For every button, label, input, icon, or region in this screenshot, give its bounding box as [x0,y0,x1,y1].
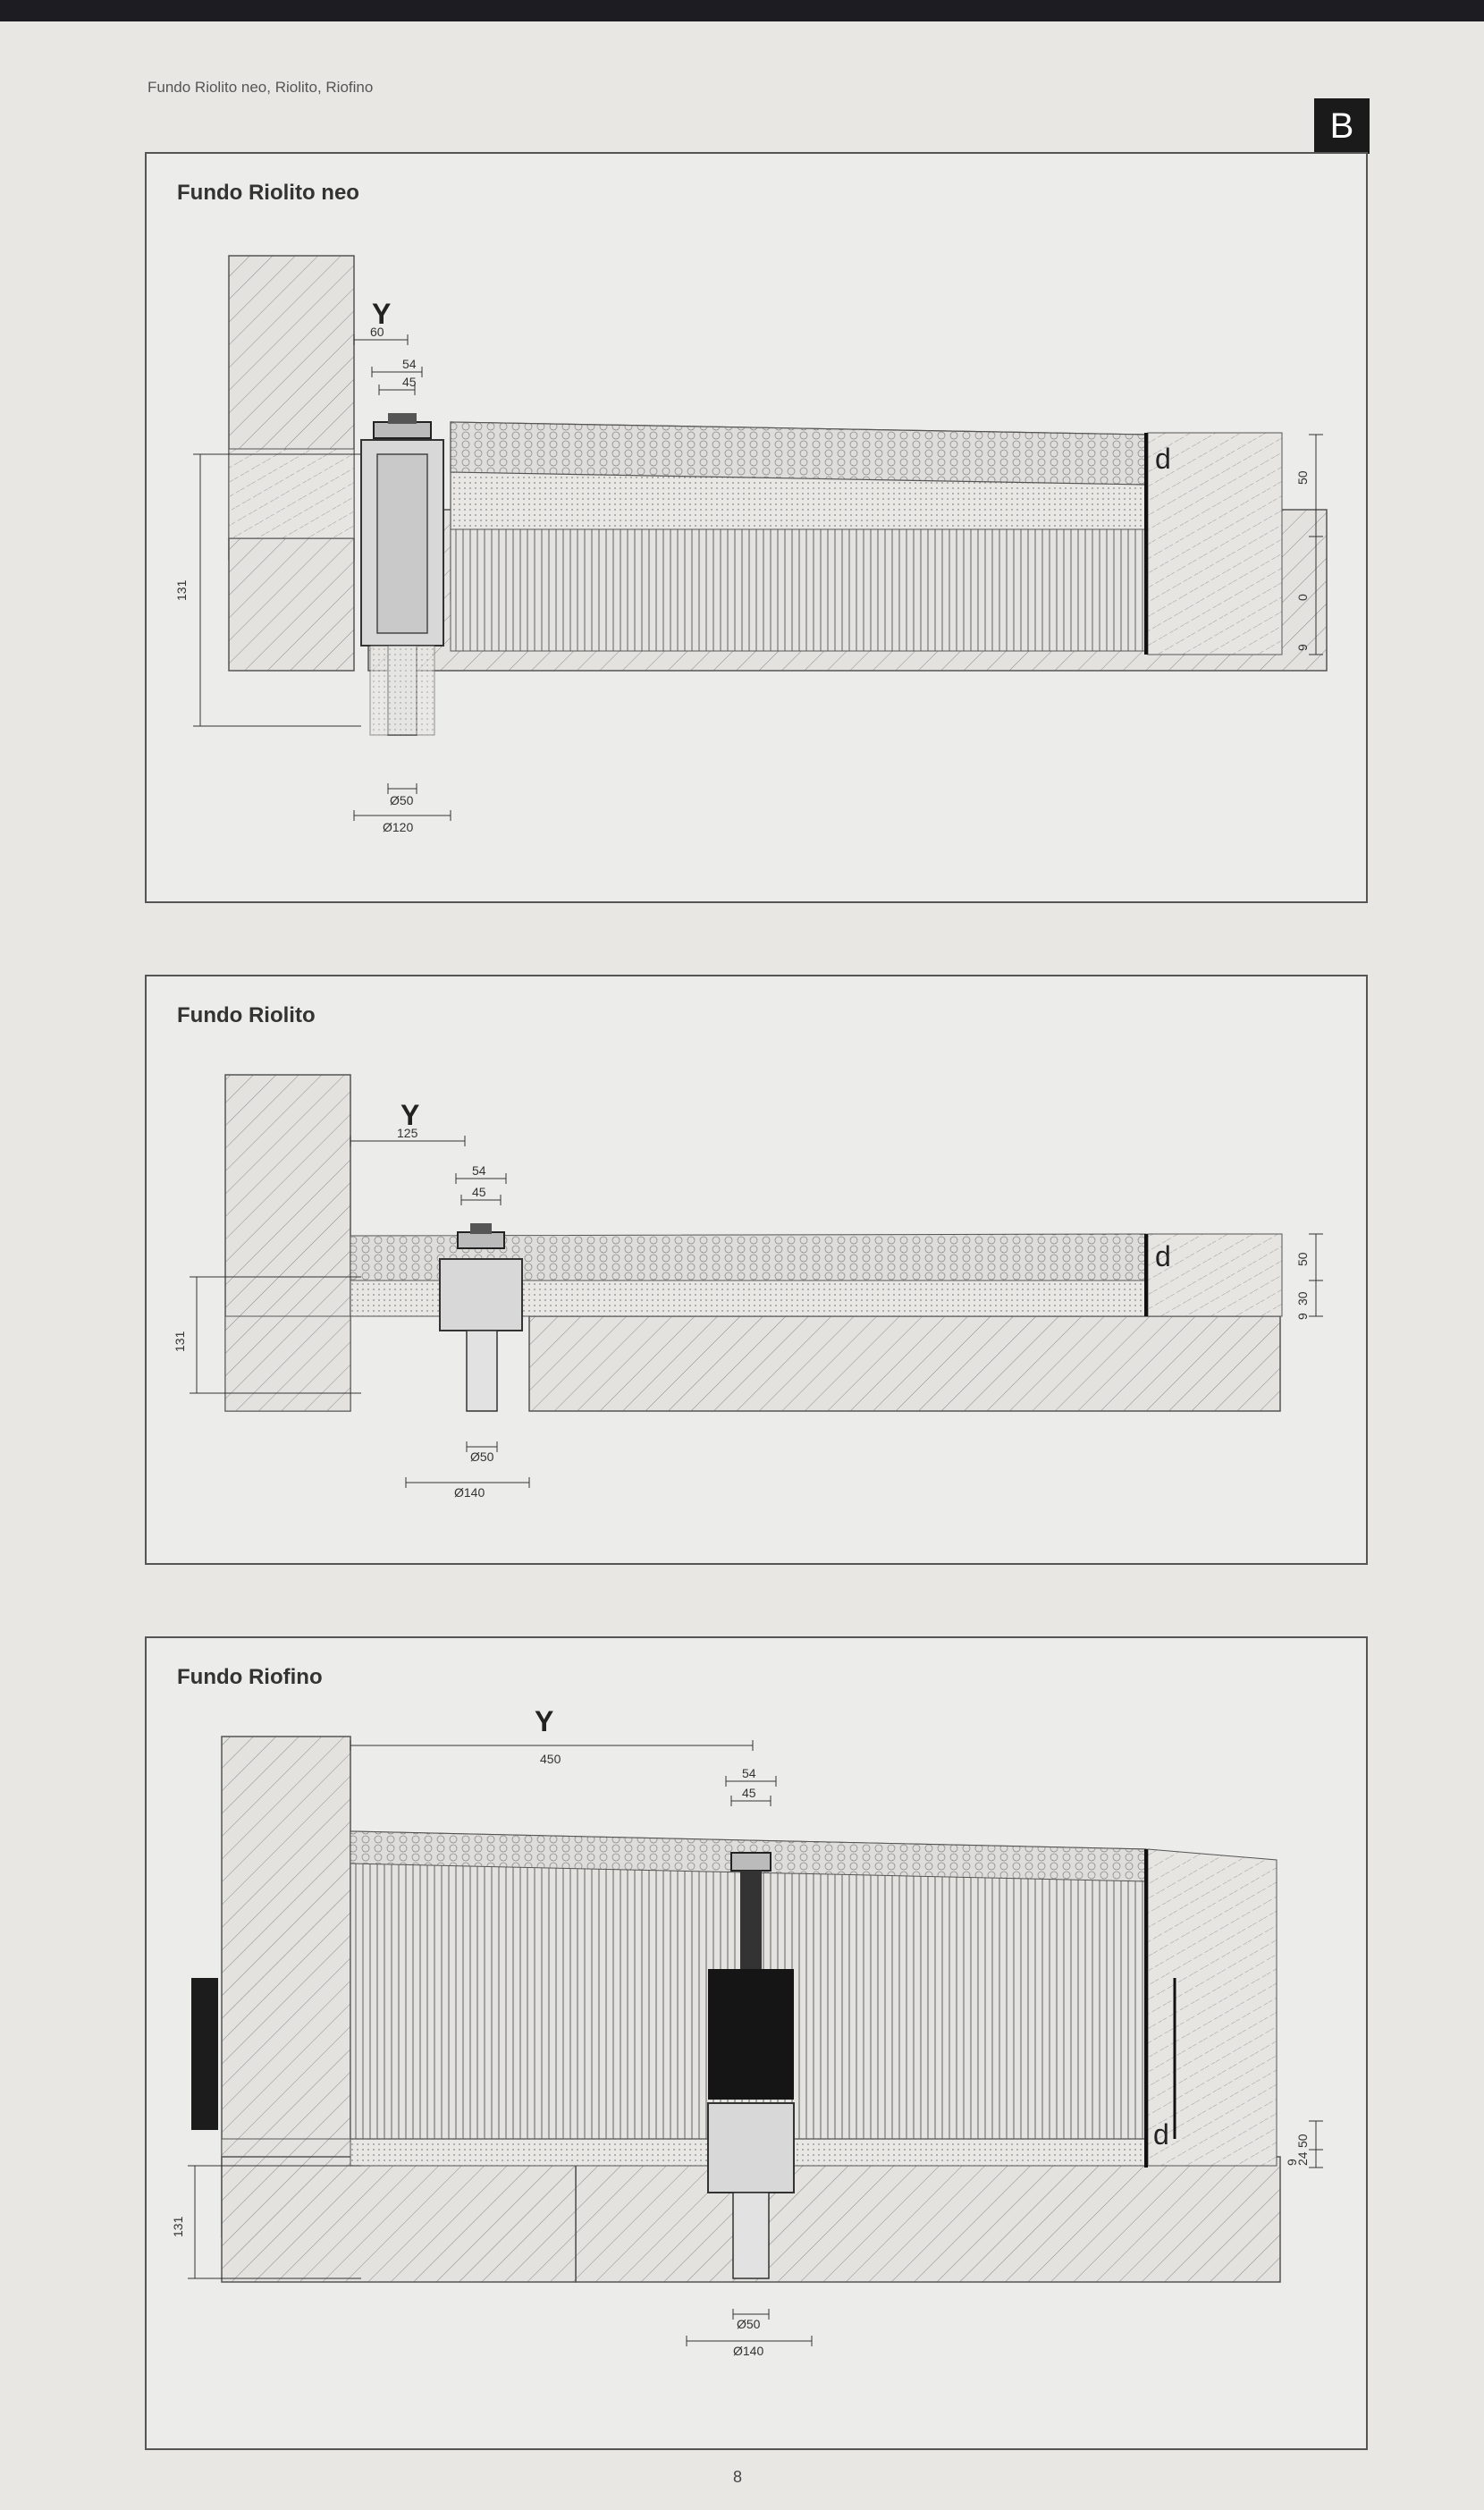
dim-right-mid: 0 [1295,594,1310,601]
dim-45: 45 [402,375,417,389]
d-label: d [1155,443,1171,475]
panel-title: Fundo Riolito neo [177,181,359,205]
panel-riolito-neo: Fundo Riolito neo [145,152,1368,903]
dim-54: 54 [742,1766,756,1780]
dim-right-bot: 9 [1295,1313,1310,1320]
dim-height: 131 [171,2216,185,2237]
dim-right-top: 50 [1295,1252,1310,1266]
page-header: Fundo Riolito neo, Riolito, Riofino [148,79,374,96]
dim-d-inner: Ø50 [737,2317,761,2331]
dim-right-mid: 24 [1295,2151,1310,2166]
dim-height: 131 [174,579,189,601]
dim-d-outer: Ø140 [454,1485,485,1500]
page-number: 8 [733,2468,743,2486]
dim-right-top: 50 [1295,470,1310,485]
dim-y-width: 60 [370,325,384,339]
dim-45: 45 [742,1786,756,1800]
dim-d-inner: Ø50 [470,1449,494,1464]
d-label: d [1153,2118,1169,2151]
dim-right-top: 50 [1295,2134,1310,2148]
dim-d-outer: Ø120 [383,820,413,834]
panel-title: Fundo Riolito [177,1003,316,1027]
y-label: Y [372,298,391,330]
y-label: Y [535,1705,553,1737]
dim-y-width: 125 [397,1126,418,1140]
dim-d-outer: Ø140 [733,2344,763,2358]
panel-riofino: Fundo Riofino [145,1636,1368,2450]
section-drawing-riolito: Y 125 54 45 131 d 50 30 9 Ø50 Ø140 [173,1074,1323,1500]
panel-riolito: Fundo Riolito Y 125 54 [145,975,1368,1565]
top-dark-edge [0,0,1484,21]
section-drawing-riolito-neo: Y 60 54 45 131 d 50 0 9 Ø50 Ø120 [174,255,1328,834]
dim-right-mid: 30 [1295,1291,1310,1306]
section-drawing-riofino: Y 450 54 45 131 d 50 24 9 Ø50 Ø140 [171,1705,1323,2358]
y-label: Y [401,1099,419,1131]
d-label: d [1155,1240,1171,1272]
dim-45: 45 [472,1185,486,1199]
dim-right-bot: 9 [1295,644,1310,651]
dim-y-width: 450 [540,1752,561,1766]
dim-d-inner: Ø50 [390,793,414,807]
section-badge: B [1314,98,1370,154]
panel-title: Fundo Riofino [177,1665,323,1689]
dim-54: 54 [402,357,417,371]
dim-height: 131 [173,1331,187,1352]
dim-54: 54 [472,1163,486,1178]
dim-right-bot: 9 [1285,2159,1299,2166]
